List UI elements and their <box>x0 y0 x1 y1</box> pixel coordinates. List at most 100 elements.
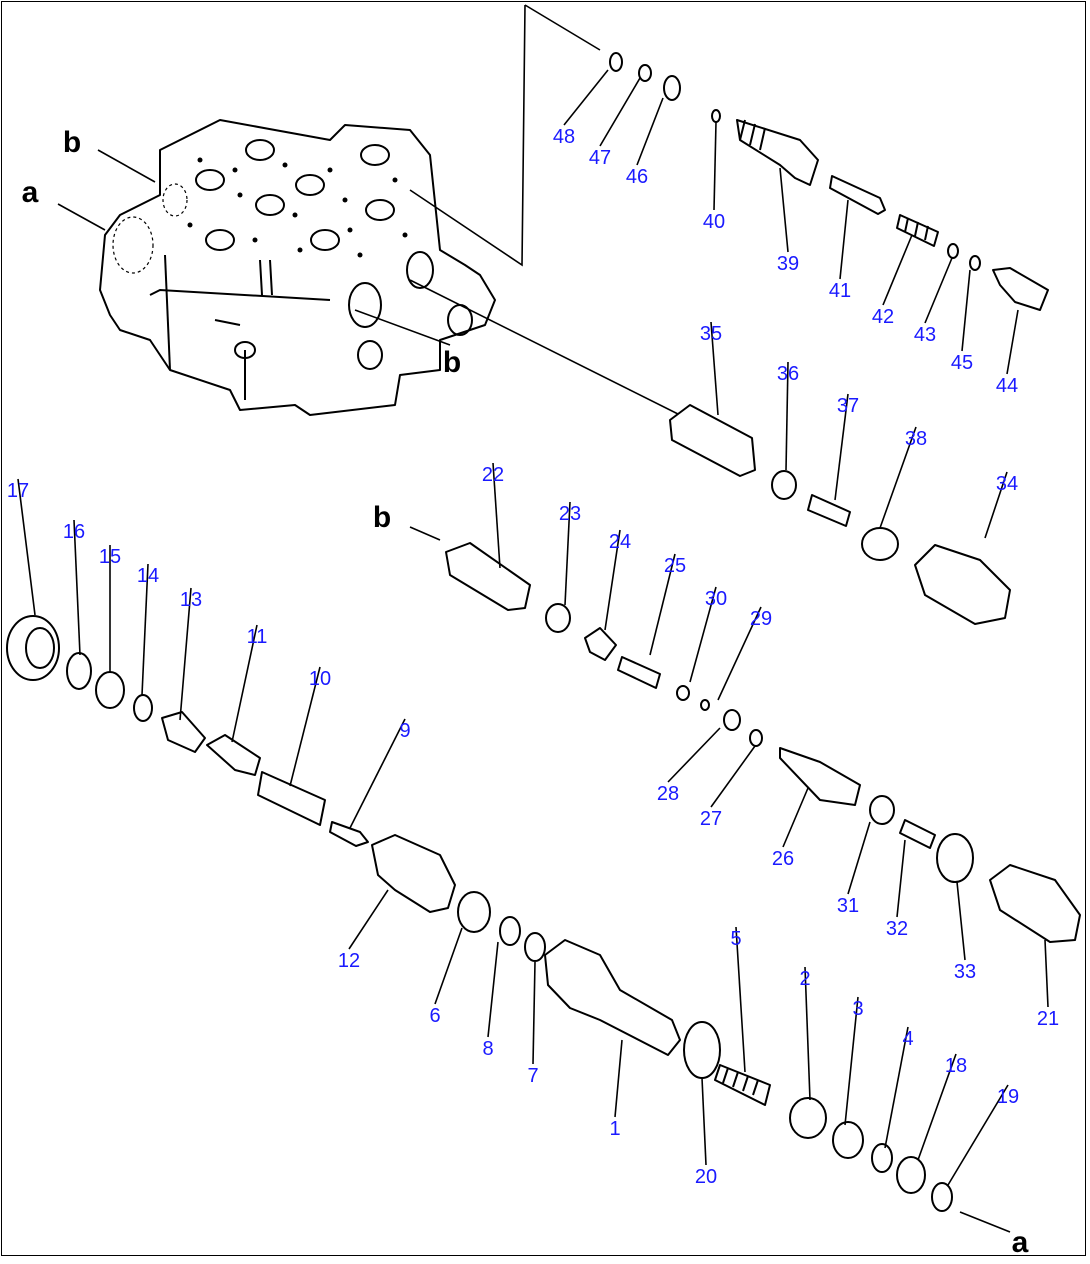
part-number-43: 43 <box>914 324 936 346</box>
part-number-48: 48 <box>553 126 575 148</box>
callout-leader-29 <box>717 606 762 701</box>
part-number-13: 13 <box>180 589 202 611</box>
callout-leader-38 <box>879 426 917 529</box>
callout-leader-27 <box>710 745 756 808</box>
part-number-17: 17 <box>7 480 29 502</box>
callout-leader-18 <box>917 1053 957 1161</box>
part-number-30: 30 <box>705 588 727 610</box>
callout-leader-2 <box>804 966 811 1101</box>
part-number-24: 24 <box>609 531 631 553</box>
callout-leader-31 <box>847 821 871 895</box>
callout-leader-20 <box>701 1077 707 1166</box>
part-number-38: 38 <box>905 428 927 450</box>
part-number-10: 10 <box>309 668 331 690</box>
valve-body <box>99 119 496 416</box>
part-number-16: 16 <box>63 521 85 543</box>
callout-leader-35 <box>710 321 719 416</box>
part-number-39: 39 <box>777 253 799 275</box>
part-number-26: 26 <box>772 848 794 870</box>
callout-leader-10 <box>289 666 321 787</box>
reference-letter-b-2: b <box>443 346 461 379</box>
callout-leader-43 <box>924 257 953 324</box>
part-number-1: 1 <box>609 1118 620 1140</box>
callout-leader-32 <box>896 839 906 918</box>
part-number-33: 33 <box>954 961 976 983</box>
part-number-44: 44 <box>996 375 1018 397</box>
callout-leader-8 <box>487 941 499 1038</box>
reference-letter-b-1: b <box>63 126 81 159</box>
callout-leader-46 <box>636 97 664 166</box>
part-number-27: 27 <box>700 808 722 830</box>
callout-leader-13 <box>179 587 192 721</box>
callout-leader-1 <box>614 1039 623 1118</box>
part-number-15: 15 <box>99 546 121 568</box>
part-number-22: 22 <box>482 464 504 486</box>
part-number-21: 21 <box>1037 1008 1059 1030</box>
part-number-2: 2 <box>799 968 810 990</box>
callout-leader-44 <box>1006 309 1019 375</box>
part-number-9: 9 <box>399 720 410 742</box>
part-number-20: 20 <box>695 1166 717 1188</box>
callout-leader-11 <box>231 624 258 743</box>
part-number-18: 18 <box>945 1055 967 1077</box>
part-number-42: 42 <box>872 306 894 328</box>
callout-leader-45 <box>961 269 971 352</box>
callout-leader-40 <box>713 121 717 211</box>
callout-leader-7 <box>532 961 536 1065</box>
callout-leader-23 <box>564 501 571 606</box>
callout-leader-16 <box>73 519 81 656</box>
part-number-35: 35 <box>700 323 722 345</box>
part-number-3: 3 <box>852 998 863 1020</box>
callout-leader-25 <box>649 553 676 656</box>
part-number-12: 12 <box>338 950 360 972</box>
callout-leader-9 <box>349 718 406 829</box>
callout-leader-47 <box>599 77 641 147</box>
callout-leader-4 <box>884 1026 909 1149</box>
reference-letter-a-2: a <box>1012 1226 1029 1259</box>
part-number-28: 28 <box>657 783 679 805</box>
part-number-6: 6 <box>429 1005 440 1027</box>
parts <box>6 52 1081 1212</box>
part-number-23: 23 <box>559 503 581 525</box>
callout-leader-28 <box>667 727 721 783</box>
callout-leader-6 <box>434 927 463 1005</box>
callout-leader-22 <box>492 462 501 569</box>
part-number-41: 41 <box>829 280 851 302</box>
callout-leader-34 <box>984 471 1008 539</box>
reference-letter-a-1: a <box>22 176 39 209</box>
callout-leader-26 <box>782 787 809 848</box>
callout-leader-5 <box>735 926 746 1073</box>
callout-leader-41 <box>839 199 849 280</box>
callout-leader-42 <box>882 234 913 306</box>
part-number-4: 4 <box>902 1028 913 1050</box>
part-number-32: 32 <box>886 918 908 940</box>
part-number-11: 11 <box>247 626 268 648</box>
part-callouts: 1234567891011121314151617181920212223242… <box>7 69 1059 1188</box>
part-number-40: 40 <box>703 211 725 233</box>
callout-leader-33 <box>956 881 966 961</box>
callout-leader-30 <box>689 586 717 683</box>
part-number-25: 25 <box>664 555 686 577</box>
callout-leader-39 <box>779 167 789 253</box>
part-number-34: 34 <box>996 473 1018 495</box>
part-number-8: 8 <box>482 1038 493 1060</box>
callout-leader-21 <box>1044 939 1049 1008</box>
callout-leader-14 <box>141 563 149 696</box>
callout-leader-17 <box>17 478 36 616</box>
part-number-19: 19 <box>997 1086 1019 1108</box>
part-number-29: 29 <box>750 608 772 630</box>
callout-leader-24 <box>604 529 621 631</box>
callout-leader-12 <box>348 889 389 950</box>
part-number-5: 5 <box>730 928 741 950</box>
reference-letter-b-3: b <box>373 501 391 534</box>
part-number-7: 7 <box>527 1065 538 1087</box>
callout-leader-37 <box>834 393 849 501</box>
part-number-45: 45 <box>951 352 973 374</box>
part-number-36: 36 <box>777 363 799 385</box>
callout-leader-3 <box>844 996 859 1126</box>
part-number-31: 31 <box>837 895 859 917</box>
